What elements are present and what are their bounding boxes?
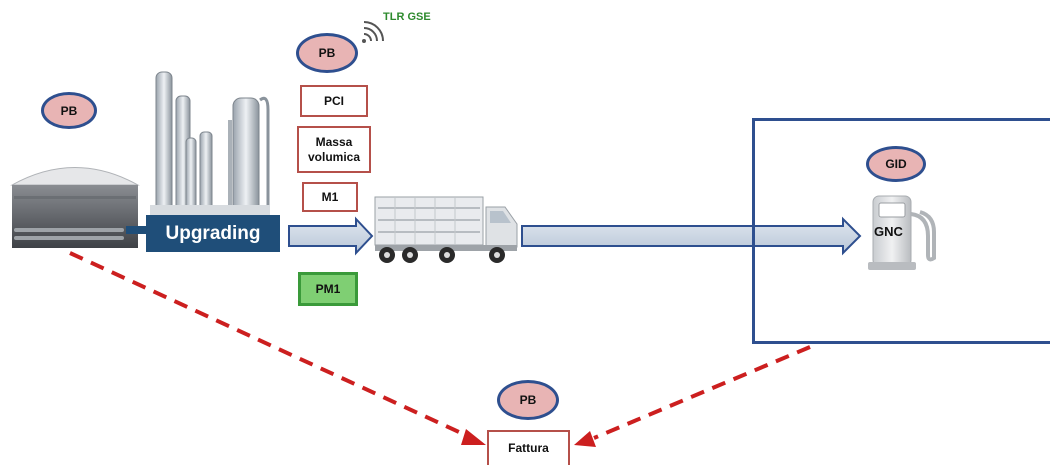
truck-icon: [374, 196, 518, 263]
upgrading-plant-icon: [150, 71, 270, 216]
flow-arrow-2: [521, 216, 862, 256]
fuel-pump-icon: [868, 195, 936, 270]
pb-badge-left: PB: [41, 92, 97, 129]
distribution-station-frame: [752, 118, 1050, 344]
gid-badge: GID: [866, 146, 926, 182]
gnc-label: GNC: [874, 224, 903, 239]
fattura-box: Fattura: [487, 430, 570, 465]
digester-icon: [10, 167, 148, 248]
upgrading-block: Upgrading: [146, 215, 280, 252]
wifi-signal-icon: [362, 21, 384, 43]
pb-badge-top: PB: [296, 33, 358, 73]
pb-badge-bottom: PB: [497, 380, 559, 420]
flow-arrow-1: [288, 216, 374, 256]
dashed-arrow-left: [69, 251, 486, 445]
massa-volumica-box: Massa volumica: [297, 126, 371, 173]
pci-box: PCI: [300, 85, 368, 117]
pm1-box: PM1: [298, 272, 358, 306]
tlr-gse-label: TLR GSE: [383, 11, 431, 23]
m1-box: M1: [302, 182, 358, 212]
dashed-arrow-right: [574, 345, 811, 447]
